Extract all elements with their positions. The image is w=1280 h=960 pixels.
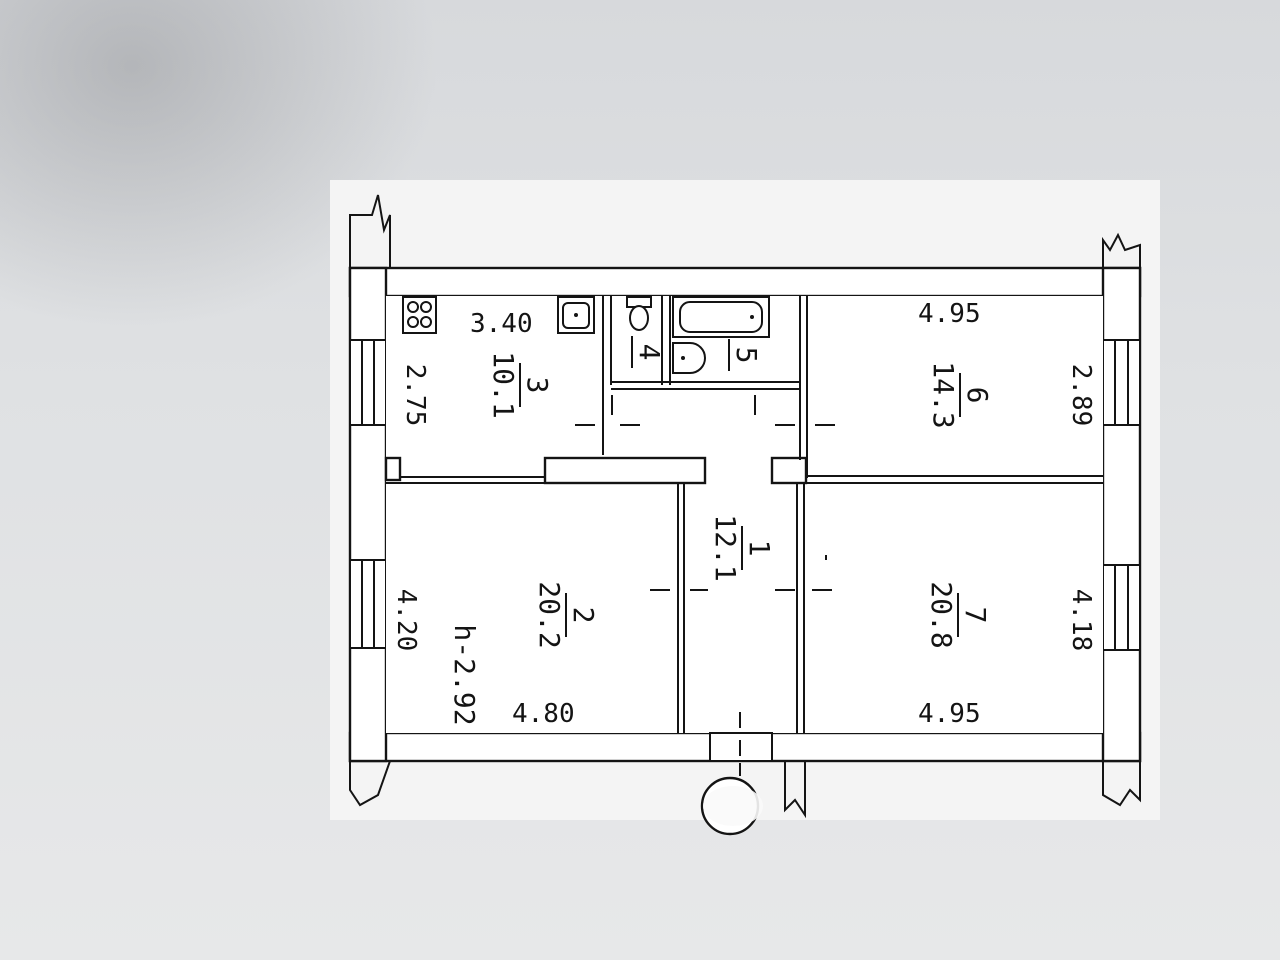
room-3-length: 2.75 [400,364,430,427]
room-7: 7 20.8 4.18 4.95 [918,581,1096,729]
top-wall [348,266,1142,298]
room-3-number: 3 [521,377,554,394]
wall-break-bottom-mid [784,761,806,819]
room-4-number: 4 [633,344,666,361]
left-windows [349,339,387,649]
room-6-width: 4.95 [918,299,981,329]
room-5-number: 5 [730,347,763,364]
room-5: 5 [728,339,763,371]
wall-break-bottom-right [1102,761,1141,807]
fixtures [402,296,770,374]
wall-break-top-right [1102,232,1141,268]
wall-break-top-left [349,194,391,268]
window-room-6 [1102,339,1141,426]
door-markers [575,395,835,756]
room-7-number: 7 [959,607,992,624]
window-room-3 [349,339,387,426]
window-room-7 [1102,564,1141,651]
room-1-area: 12.1 [709,514,742,581]
entrance-marker [700,763,763,836]
room-7-width: 4.95 [918,699,981,729]
room-3-area: 10.1 [487,351,520,418]
room-2-number: 2 [567,607,600,624]
room-4: 4 [631,336,666,368]
room-2-area: 20.2 [533,581,566,648]
toilet-icon [626,296,652,331]
room-2-length: 4.20 [391,589,421,652]
outer-walls [348,194,1142,819]
window-room-2 [349,559,387,649]
room-6-length: 2.89 [1066,364,1096,427]
room-2-width: 4.80 [512,699,575,729]
room-floors [386,296,1103,733]
room-1-number: 1 [743,540,776,557]
room-7-area: 20.8 [925,581,958,648]
stove-icon [402,296,437,334]
room-2-height: h-2.92 [448,624,481,725]
bathtub-icon [672,296,770,338]
room-6: 6 14.3 4.95 2.89 [918,299,1096,429]
room-3-width: 3.40 [470,309,533,339]
room-1: 1 12.1 [709,514,776,581]
room-2: 2 20.2 h-2.92 4.20 4.80 [391,581,600,729]
partition-block-left [543,456,707,485]
interior-walls [384,296,1103,762]
partition-block-right [770,456,808,485]
room-7-length: 4.18 [1066,589,1096,652]
room-6-number: 6 [961,387,994,404]
wall-break-bottom-left [349,760,391,807]
room-6-area: 14.3 [927,361,960,428]
room-3: 3 10.1 3.40 2.75 [400,309,554,426]
bathroom-sink-icon [672,342,706,374]
